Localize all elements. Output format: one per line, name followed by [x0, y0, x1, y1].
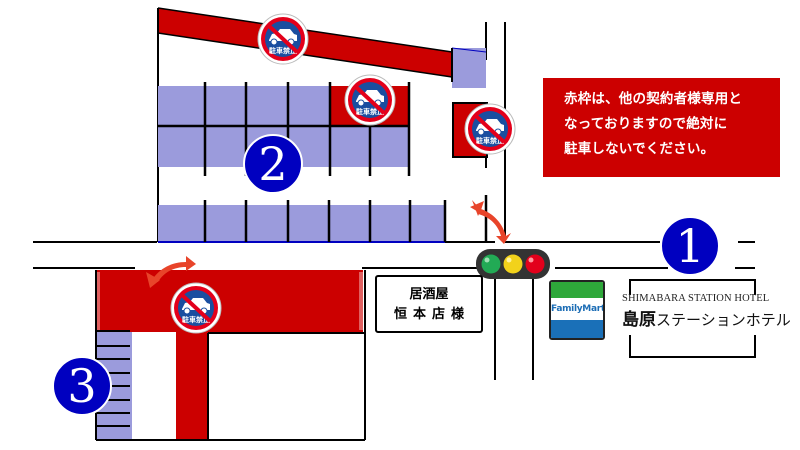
- notice-line: 駐車しないでください。: [564, 141, 715, 157]
- lot-marker-1: 1: [660, 216, 720, 276]
- no-parking-sign: 駐車禁止: [344, 74, 396, 130]
- lot-2: [157, 7, 488, 243]
- lot-marker-2: 2: [243, 134, 303, 194]
- familymart-label: FamilyMart: [551, 298, 603, 320]
- entrance-arrow-icon: [146, 256, 196, 288]
- izakaya-landmark: 居酒屋 恒本店様: [375, 275, 483, 333]
- restricted-notice: 赤枠は、他の契約者様専用と なっておりますので絶対に 駐車しないでください。: [543, 78, 780, 177]
- lot-3: [95, 270, 366, 441]
- no-parking-sign: 駐車禁止: [257, 13, 309, 69]
- no-parking-icon: 駐車禁止: [464, 103, 516, 155]
- svg-text:駐車禁止: 駐車禁止: [182, 315, 210, 324]
- no-parking-sign: 駐車禁止: [170, 282, 222, 338]
- hotel-landmark: SHIMABARA STATION HOTEL 島原ステーションホテル: [622, 293, 791, 330]
- svg-text:駐車禁止: 駐車禁止: [476, 136, 504, 145]
- svg-text:駐車禁止: 駐車禁止: [269, 46, 297, 55]
- svg-text:駐車禁止: 駐車禁止: [356, 107, 384, 116]
- izakaya-line1: 居酒屋: [409, 287, 449, 302]
- no-parking-icon: 駐車禁止: [170, 282, 222, 334]
- no-parking-icon: 駐車禁止: [344, 74, 396, 126]
- roads: [33, 22, 755, 380]
- no-parking-sign: 駐車禁止: [464, 103, 516, 159]
- familymart-logo: FamilyMart: [549, 280, 605, 340]
- hotel-english-name: SHIMABARA STATION HOTEL: [622, 293, 770, 304]
- hotel-frame: [629, 279, 756, 358]
- traffic-light: [476, 249, 550, 279]
- lot-marker-3: 3: [52, 356, 112, 416]
- parking-space: [452, 48, 486, 88]
- hotel-japanese-name: 島原ステーションホテル: [622, 310, 791, 330]
- notice-line: なっておりますので絶対に: [564, 116, 728, 132]
- no-parking-icon: 駐車禁止: [257, 13, 309, 65]
- izakaya-line2: 恒本店様: [393, 307, 470, 322]
- notice-line: 赤枠は、他の契約者様専用と: [564, 91, 743, 107]
- restricted-strip: [96, 270, 363, 332]
- entrance-arrow-icon: [470, 200, 511, 244]
- restricted-strip: [176, 332, 208, 440]
